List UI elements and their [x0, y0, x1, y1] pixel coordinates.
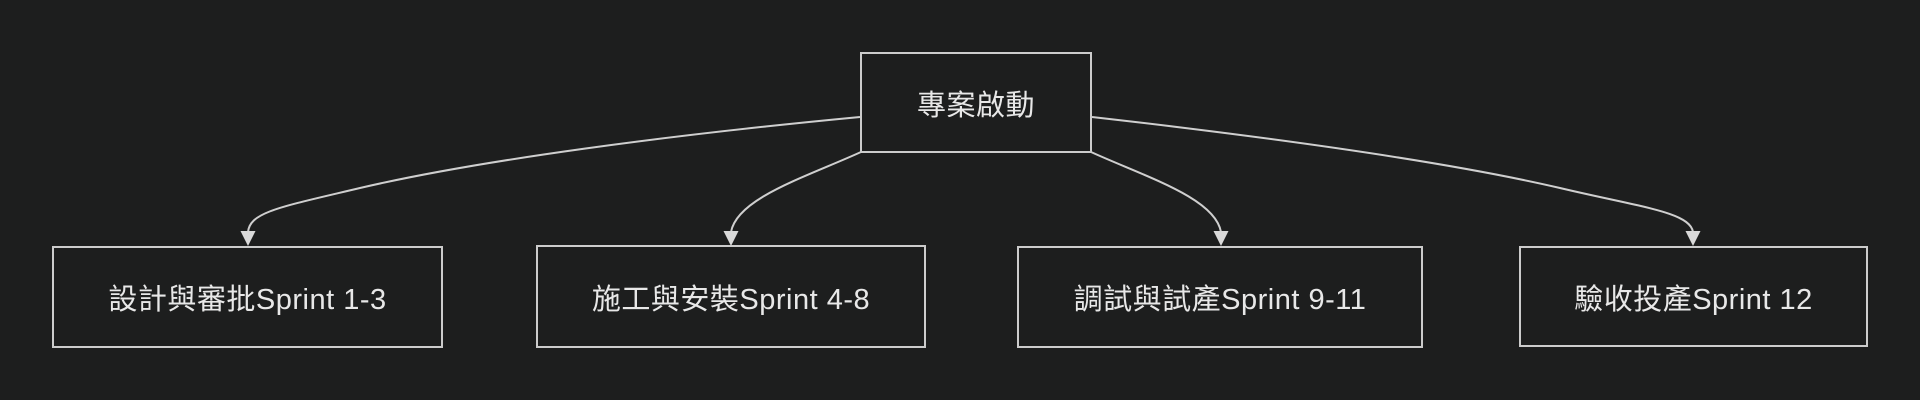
arrowhead-phase2	[723, 231, 739, 246]
arrowhead-phase4	[1685, 231, 1701, 246]
edge-root-to-phase2	[723, 151, 862, 246]
node-design-approval: 設計與審批Sprint 1-3	[52, 246, 443, 348]
node-acceptance-production-label: 驗收投產Sprint 12	[1574, 283, 1813, 316]
node-construction-install-label: 施工與安裝Sprint 4-8	[591, 283, 871, 316]
arrowhead-phase1	[240, 231, 256, 246]
node-acceptance-production: 驗收投產Sprint 12	[1519, 246, 1868, 347]
edge-root-to-phase3	[1090, 151, 1229, 246]
arrowhead-phase3	[1213, 231, 1229, 246]
node-project-start: 專案啟動	[860, 52, 1092, 153]
node-construction-install: 施工與安裝Sprint 4-8	[536, 245, 926, 348]
node-debug-trial: 調試與試產Sprint 9-11	[1017, 246, 1423, 348]
node-design-approval-label: 設計與審批Sprint 1-3	[108, 284, 387, 316]
edge-root-to-phase1	[240, 116, 861, 246]
node-project-start-label: 專案啟動	[916, 89, 1035, 122]
edge-root-to-phase4	[1091, 116, 1701, 246]
node-debug-trial-label: 調試與試產Sprint 9-11	[1073, 284, 1367, 316]
